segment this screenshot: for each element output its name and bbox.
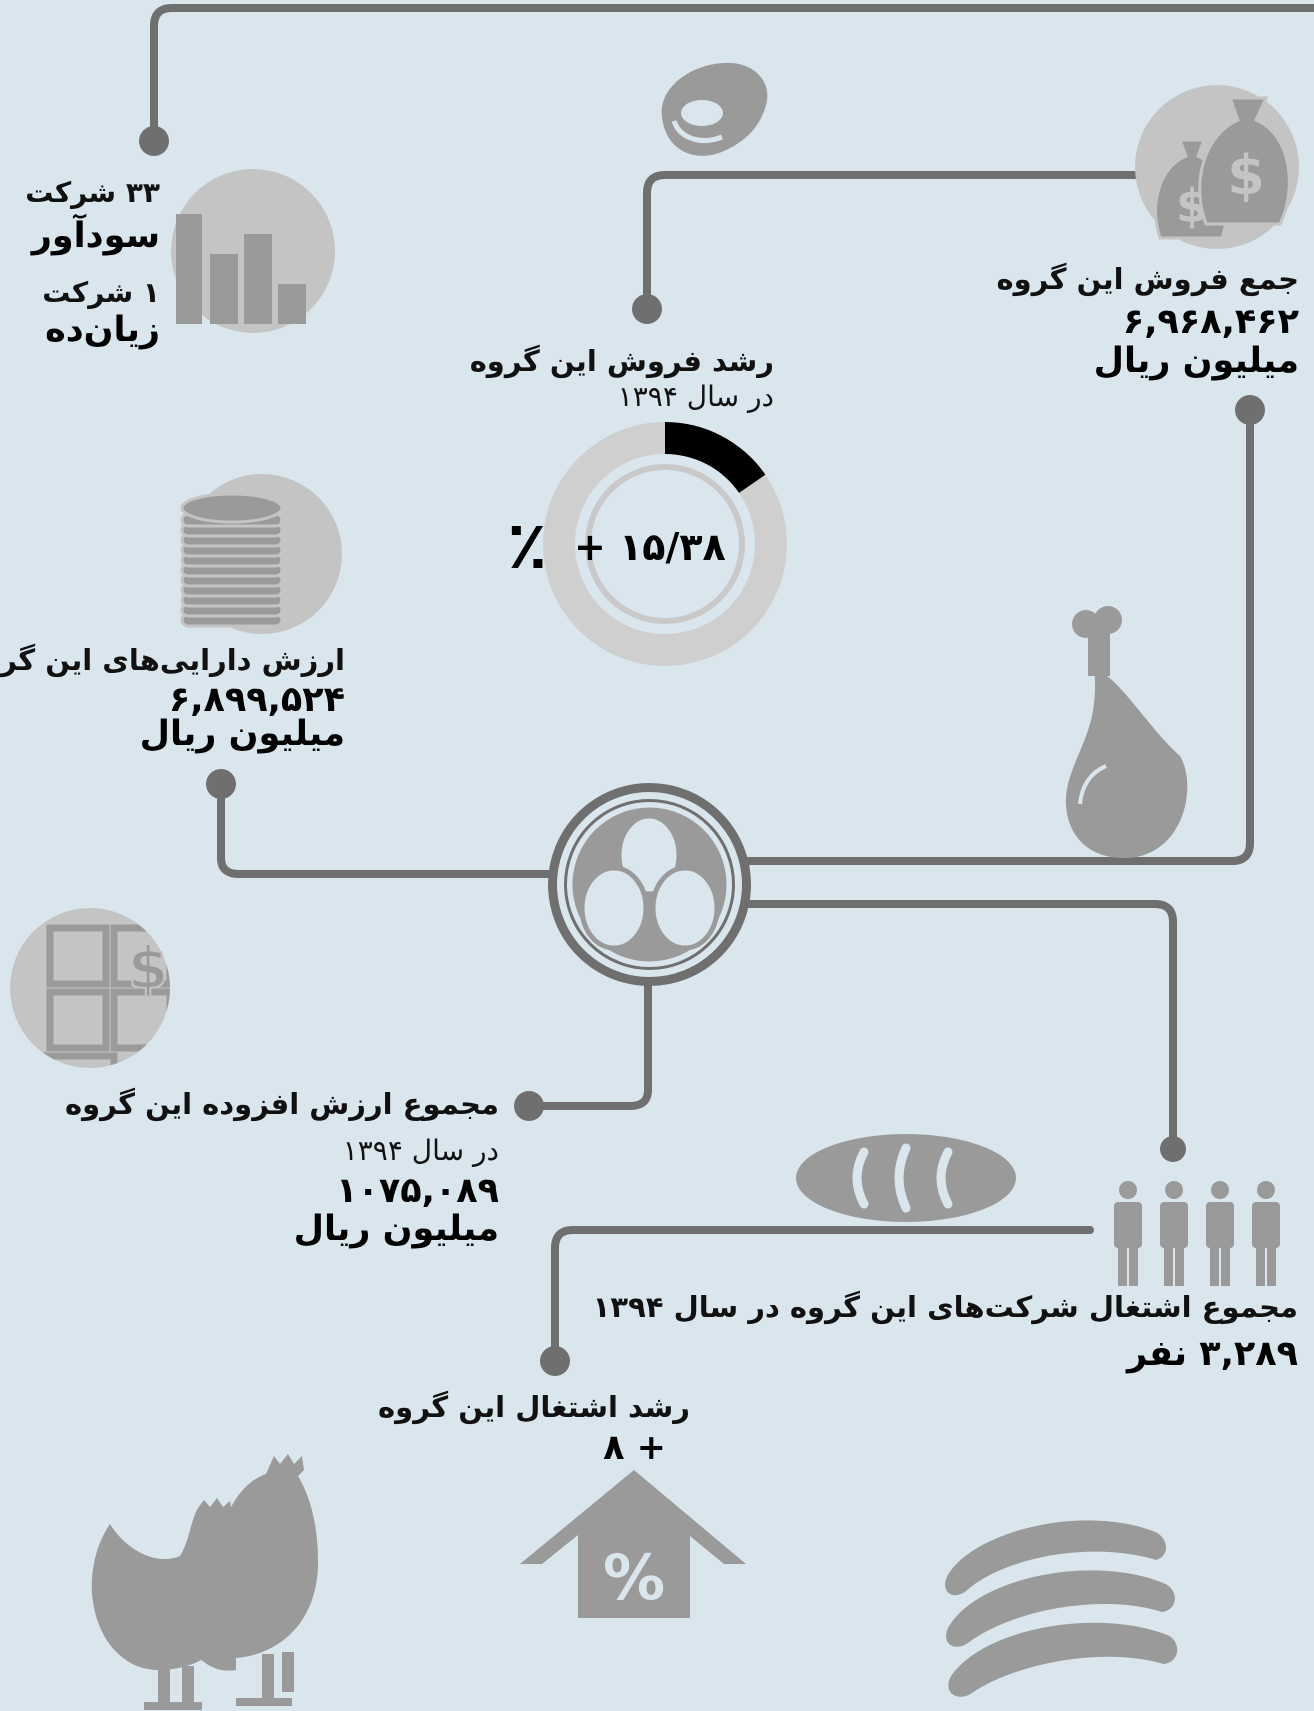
loss-label: زیان‌ده xyxy=(45,310,160,350)
svg-text:%: % xyxy=(603,1541,665,1614)
house-percent-icon: % xyxy=(520,1470,746,1618)
employment-title: مجموع اشتغال شرکت‌های این گروه در سال ۱۳… xyxy=(592,1290,1298,1324)
value-added-connector xyxy=(526,972,652,1110)
chicken-leg-icon xyxy=(1065,606,1188,858)
employment-connector xyxy=(736,900,1177,1153)
bar-chart-icon xyxy=(171,169,335,333)
node-dot xyxy=(1160,1136,1186,1162)
sales-total-connector xyxy=(740,406,1254,865)
money-grid-icon: $ xyxy=(10,908,170,1068)
loss-count: ۱ شرکت xyxy=(42,276,160,309)
assets-connector xyxy=(217,780,564,878)
steak-icon xyxy=(661,62,768,156)
employment-value: ۳,۲۸۹ نفر xyxy=(1126,1334,1298,1374)
percent-icon: ٪ xyxy=(507,507,548,584)
node-dot xyxy=(540,1346,570,1376)
sales-growth-year: در سال ۱۳۹۴ xyxy=(617,380,774,413)
person-figure xyxy=(1206,1181,1234,1286)
employment-growth-title: رشد اشتغال این گروه xyxy=(378,1390,690,1424)
value-added-title: مجموع ارزش افزوده این گروه xyxy=(65,1087,499,1121)
sales-total-unit: میلیون ریال xyxy=(1093,341,1299,381)
coin-stack-icon xyxy=(180,474,342,634)
donut-hole xyxy=(591,470,739,618)
assets-value: ۶,۸۹۹,۵۲۴ xyxy=(168,680,345,720)
value-added-unit: میلیون ریال xyxy=(293,1209,499,1249)
sales-connector xyxy=(643,171,1158,313)
profitable-count: ۳۳ شرکت xyxy=(25,176,160,209)
node-dot xyxy=(206,769,236,799)
sales-growth-value: + ۱۵/۳۸ xyxy=(574,525,726,569)
sales-growth-title: رشد فروش این گروه xyxy=(469,344,774,378)
employment-growth-connector xyxy=(551,1226,1094,1364)
person-figure xyxy=(1160,1181,1188,1286)
node-dot xyxy=(632,294,662,324)
money-bags-icon: $ $ xyxy=(1135,85,1299,249)
value-added-value: ۱۰۷۵,۰۸۹ xyxy=(336,1171,499,1211)
svg-text:$: $ xyxy=(1227,144,1265,207)
node-dot xyxy=(514,1091,544,1121)
svg-text:$: $ xyxy=(128,934,168,1002)
hens-icon xyxy=(91,1454,318,1710)
people-icon xyxy=(1114,1181,1280,1286)
assets-title: ارزش دارایی‌های این گروه xyxy=(0,643,345,677)
person-figure xyxy=(1252,1181,1280,1286)
sales-growth-donut xyxy=(543,422,787,666)
sales-total-value: ۶,۹۶۸,۴۶۲ xyxy=(1122,302,1299,342)
node-dot xyxy=(1235,395,1265,425)
employment-growth-value: + ۸ xyxy=(603,1428,666,1468)
bread-icon xyxy=(796,1134,1016,1222)
node-dot xyxy=(139,126,169,156)
top-connector xyxy=(150,4,1314,143)
value-added-year: در سال ۱۳۹۴ xyxy=(342,1134,499,1167)
eggs-icon xyxy=(548,783,751,986)
sales-total-title: جمع فروش این گروه xyxy=(996,262,1300,296)
person-figure xyxy=(1114,1181,1142,1286)
donut-fill-segment xyxy=(665,422,766,493)
profitable-label: سودآور xyxy=(31,216,160,256)
coin-top xyxy=(180,492,284,524)
sausages-icon xyxy=(941,1516,1181,1701)
assets-unit: میلیون ریال xyxy=(139,714,345,754)
